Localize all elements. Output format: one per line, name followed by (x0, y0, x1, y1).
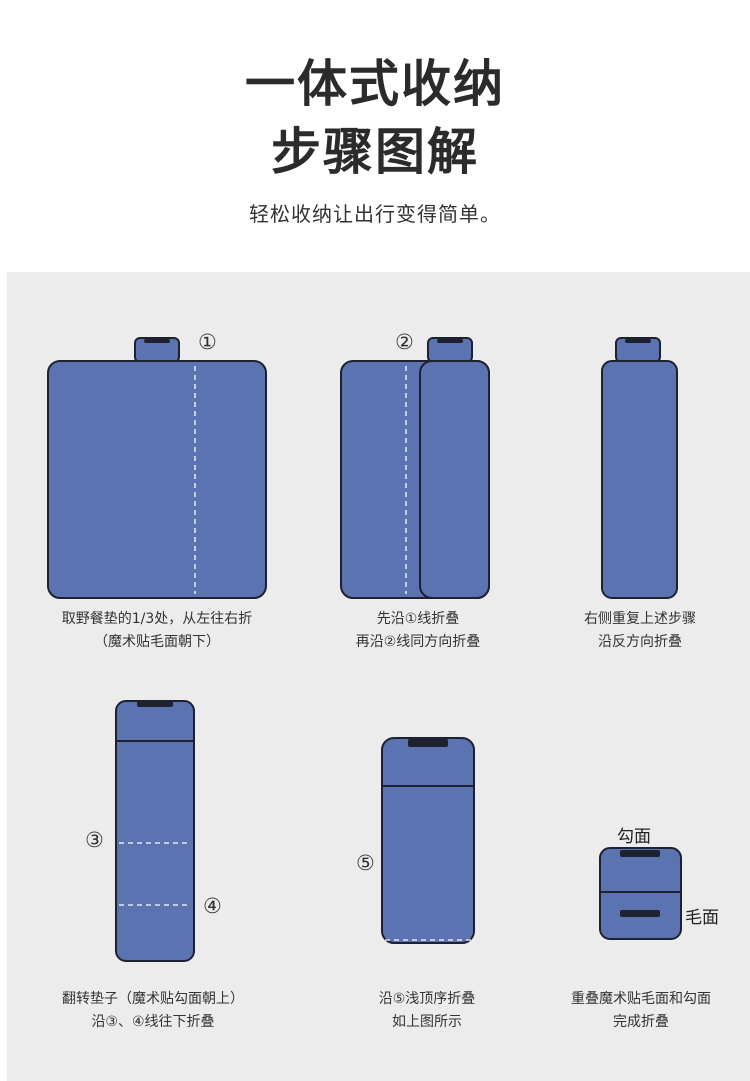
step1-caption: 取野餐垫的1/3处，从左往右折 （魔术贴毛面朝下） (27, 608, 287, 654)
page-title-line2: 步骤图解 (271, 123, 479, 181)
step3-grip (625, 339, 651, 343)
step4-caption: 翻转垫子（魔术贴勾面朝上） 沿③、④线往下折叠 (23, 988, 283, 1034)
step2-caption-line1: 先沿①线折叠 (376, 611, 460, 627)
step6-loop-strip (620, 910, 660, 917)
step5-caption-line1: 沿⑤浅顶序折叠 (378, 991, 476, 1007)
step4-mat-illustration (115, 700, 195, 962)
step6-caption-line2: 完成折叠 (613, 1014, 669, 1030)
step2-caption-line2: 再沿②线同方向折叠 (355, 634, 481, 650)
step6-mat-illustration (599, 847, 682, 940)
step3-mat-illustration (601, 337, 678, 599)
step1-caption-line1: 取野餐垫的1/3处，从左往右折 (61, 611, 253, 627)
page-title-line1: 一体式收纳 (245, 55, 505, 113)
step4-marker-3: ③ (85, 828, 104, 852)
step1-marker: ① (198, 330, 217, 354)
step6-hook-strip (620, 850, 660, 857)
step1-grip (144, 339, 170, 343)
step5-caption-line2: 如上图所示 (392, 1014, 462, 1030)
loop-side-label: 毛面 (685, 908, 719, 928)
step3-caption-line1: 右侧重复上述步骤 (584, 611, 696, 627)
page-subtitle: 轻松收纳让出行变得简单。 (249, 202, 501, 226)
step1-mat-illustration (47, 337, 267, 599)
step2-caption: 先沿①线折叠 再沿②线同方向折叠 (288, 608, 548, 654)
step4-caption-line1: 翻转垫子（魔术贴勾面朝上） (62, 991, 244, 1007)
step4-grip (137, 701, 173, 707)
step4-marker-4: ④ (203, 894, 222, 918)
step5-mat-illustration (381, 737, 475, 944)
step6-caption: 重叠魔术贴毛面和勾面 完成折叠 (511, 988, 750, 1034)
step2-marker: ② (395, 330, 414, 354)
step2-grip (437, 339, 463, 343)
folding-diagrams (47, 337, 682, 962)
step3-caption-line2: 沿反方向折叠 (598, 634, 682, 650)
step5-grip (408, 739, 448, 747)
instructions-panel: ① ② ③ ④ ⑤ 勾面 毛面 取野餐垫的1/3处，从左往右折 （魔术贴毛面朝下… (7, 272, 750, 1081)
step2-mat-illustration (340, 337, 490, 599)
step5-marker: ⑤ (356, 851, 375, 875)
step5-caption: 沿⑤浅顶序折叠 如上图所示 (297, 988, 557, 1034)
step3-caption: 右侧重复上述步骤 沿反方向折叠 (510, 608, 750, 654)
step4-caption-line2: 沿③、④线往下折叠 (91, 1014, 215, 1030)
step6-caption-line1: 重叠魔术贴毛面和勾面 (571, 991, 711, 1007)
hook-side-label: 勾面 (617, 827, 651, 847)
step1-caption-line2: （魔术贴毛面朝下） (94, 634, 220, 650)
